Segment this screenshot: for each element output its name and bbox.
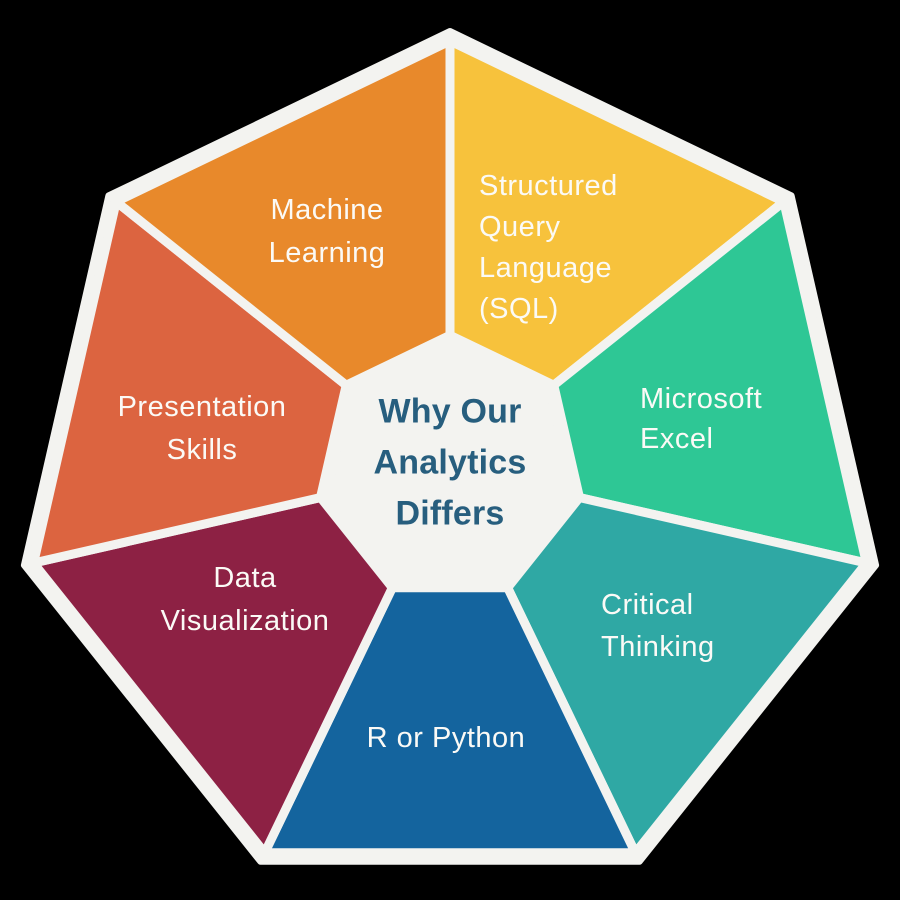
label-presentation-skills: Presentation Skills xyxy=(118,386,287,472)
label-line: Learning xyxy=(268,237,386,269)
label-sql: Structured Query Language (SQL) xyxy=(479,166,618,330)
label-line: Critical xyxy=(601,589,694,621)
label-machine-learning: Machine Learning xyxy=(269,189,386,275)
segment-machine-learning xyxy=(111,36,455,473)
center-panel xyxy=(316,331,584,593)
label-line: Thinking xyxy=(601,631,715,663)
center-title: Why Our Analytics Differs xyxy=(374,387,527,540)
label-line: Skills xyxy=(166,434,238,466)
label-line: Presentation xyxy=(117,391,287,423)
label-line: (SQL) xyxy=(479,293,559,325)
label-r-or-python: R or Python xyxy=(367,717,526,759)
label-microsoft-excel: Microsoft Excel xyxy=(640,379,762,459)
label-data-visualization: Data Visualization xyxy=(161,557,330,643)
label-critical-thinking: Critical Thinking xyxy=(601,584,715,668)
label-line: Language xyxy=(479,252,613,284)
label-line: Excel xyxy=(640,423,714,455)
label-line: R or Python xyxy=(366,722,526,754)
center-title-line: Analytics xyxy=(373,443,527,482)
center-title-line: Differs xyxy=(395,494,505,533)
label-line: Data xyxy=(213,562,277,594)
center-title-line: Why Our xyxy=(378,392,522,431)
label-line: Query xyxy=(479,211,561,243)
label-line: Machine xyxy=(270,194,384,226)
label-line: Structured xyxy=(479,170,618,202)
label-line: Visualization xyxy=(160,605,330,637)
label-line: Microsoft xyxy=(640,383,763,415)
